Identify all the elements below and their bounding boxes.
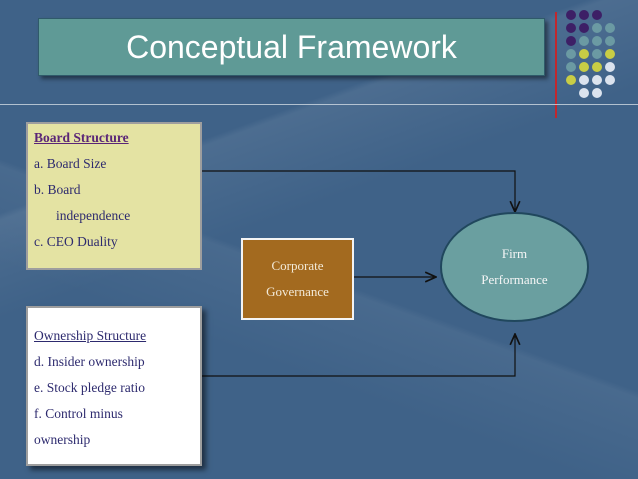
board-item-ceo-duality: c. CEO Duality <box>34 234 118 249</box>
decorative-dot <box>592 88 602 98</box>
slide-title: Conceptual Framework <box>126 28 457 65</box>
decorative-dot <box>592 23 602 33</box>
decorative-dot <box>566 75 576 85</box>
decorative-dot <box>605 75 615 85</box>
ownership-item-insider: d. Insider ownership <box>34 354 145 369</box>
governance-label-line1: Corporate <box>271 258 324 273</box>
arrow-board-to-performance <box>202 170 515 212</box>
decorative-dot <box>592 49 602 59</box>
decorative-dot <box>579 75 589 85</box>
decorative-dot-grid <box>566 10 630 106</box>
decorative-dot <box>605 62 615 72</box>
decorative-dot <box>605 23 615 33</box>
decorative-dot <box>605 36 615 46</box>
arrow-ownership-to-performance <box>202 334 515 377</box>
decorative-dot <box>579 88 589 98</box>
decorative-dot <box>566 62 576 72</box>
board-item-independence-cont: independence <box>56 208 131 223</box>
decorative-dot <box>592 10 602 20</box>
title-banner: Conceptual Framework <box>38 18 545 76</box>
decorative-dot <box>579 23 589 33</box>
decorative-dot <box>592 75 602 85</box>
decorative-dot <box>579 49 589 59</box>
ownership-structure-box: Ownership Structure d. Insider ownership… <box>26 306 202 466</box>
decorative-dot <box>579 36 589 46</box>
ownership-item-control-minus: f. Control minus <box>34 406 123 421</box>
ownership-item-stock-pledge: e. Stock pledge ratio <box>34 380 145 395</box>
decorative-dot <box>592 36 602 46</box>
decorative-dot <box>592 62 602 72</box>
governance-label-line2: Governance <box>266 284 329 299</box>
decorative-dot <box>579 62 589 72</box>
decorative-dot <box>566 10 576 20</box>
decorative-dot <box>566 36 576 46</box>
accent-vertical-line <box>555 12 557 118</box>
accent-horizontal-line <box>0 104 638 105</box>
ownership-structure-header: Ownership Structure <box>34 328 147 343</box>
performance-label-line1: Firm <box>501 246 528 261</box>
performance-label-line2: Performance <box>481 272 548 287</box>
decorative-dot <box>566 49 576 59</box>
corporate-governance-box: Corporate Governance <box>241 238 354 320</box>
board-item-independence: b. Board <box>34 182 81 197</box>
board-structure-header: Board Structure <box>34 130 129 145</box>
firm-performance-ellipse: Firm Performance <box>440 212 589 322</box>
decorative-dot <box>605 49 615 59</box>
decorative-dot <box>566 23 576 33</box>
board-item-size: a. Board Size <box>34 156 107 171</box>
decorative-dot <box>579 10 589 20</box>
ownership-item-control-minus-cont: ownership <box>34 432 91 447</box>
board-structure-box: Board Structure a. Board Size b. Board i… <box>26 122 202 270</box>
